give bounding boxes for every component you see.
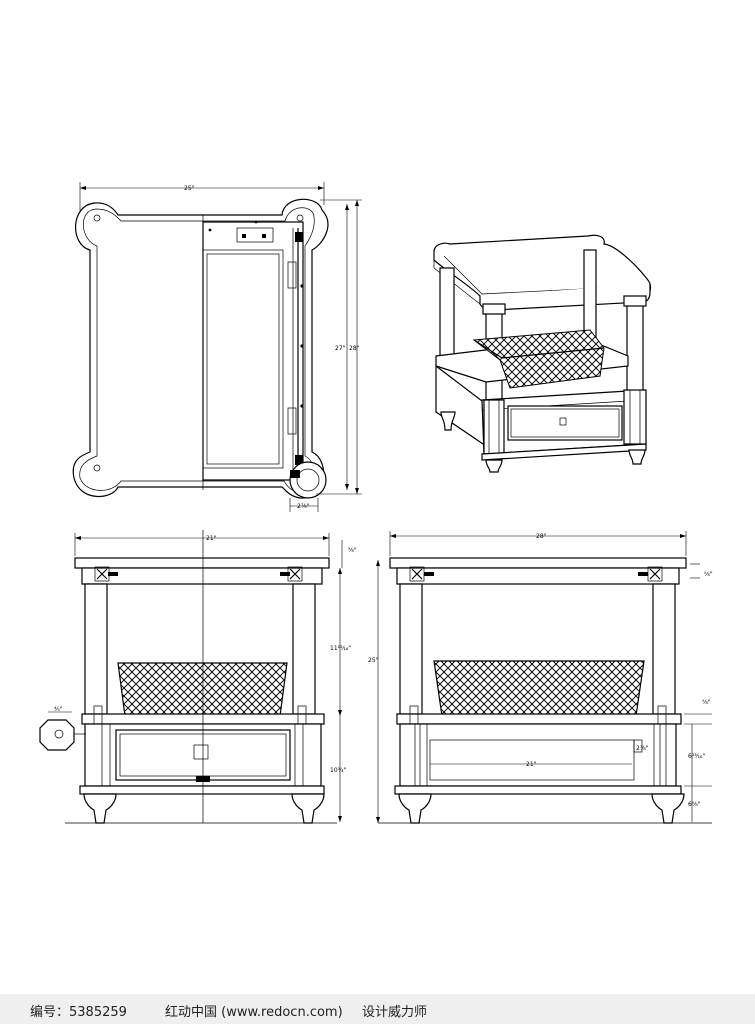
dim-drawer-offset: 2⅞" [636,745,649,752]
dim-depth-inner: 27" [335,345,346,352]
footer-slogan: 设计威力师 [362,1005,428,1020]
dim-total-height: 25" [368,657,379,664]
dim-leg-detail: ⁴⁄₅" [54,706,63,713]
front-elevation: ⁴⁄₅" 21" ⅝" 11¹³⁄₁₆" 10¾" [39,530,357,824]
dim-drawer-height: 10¾" [330,767,346,774]
dim-shelf-thickness: ⅝" [702,699,711,706]
dim-depth-outer: 28" [349,345,360,352]
dim-foot-height: 6⅝" [688,801,701,808]
watermark-footer: 编号：5385259 红动中国 (www.redocn.com) 设计威力师 [0,994,755,1024]
side-basket [433,660,645,717]
footer-id: 编号：5385259 [30,1005,127,1020]
dim-side-top: ⅝" [704,571,713,578]
perspective-view [433,234,652,473]
side-elevation: 21" 2⅞" 28" 25" ⅝" ⅝" 6¹³⁄₁₆" 6⅝" [368,531,713,824]
dim-upper-height: 11¹³⁄₁₆" [330,645,351,652]
top-plan-view: 25" 27" 28" 2⅞" [72,182,362,512]
dim-drawer-front-height: 6¹³⁄₁₆" [688,753,705,760]
front-basket [117,662,288,717]
dim-side-width: 28" [536,533,547,540]
footer-site: 红动中国 (www.redocn.com) [165,1005,343,1020]
basket [472,329,605,389]
dim-corner: 2⅞" [297,503,310,510]
dim-front-width: 21" [206,535,217,542]
dim-top-width: 25" [184,185,195,192]
dim-drawer-inner-width: 21" [526,761,537,768]
dim-top-thickness: ⅝" [348,547,357,554]
